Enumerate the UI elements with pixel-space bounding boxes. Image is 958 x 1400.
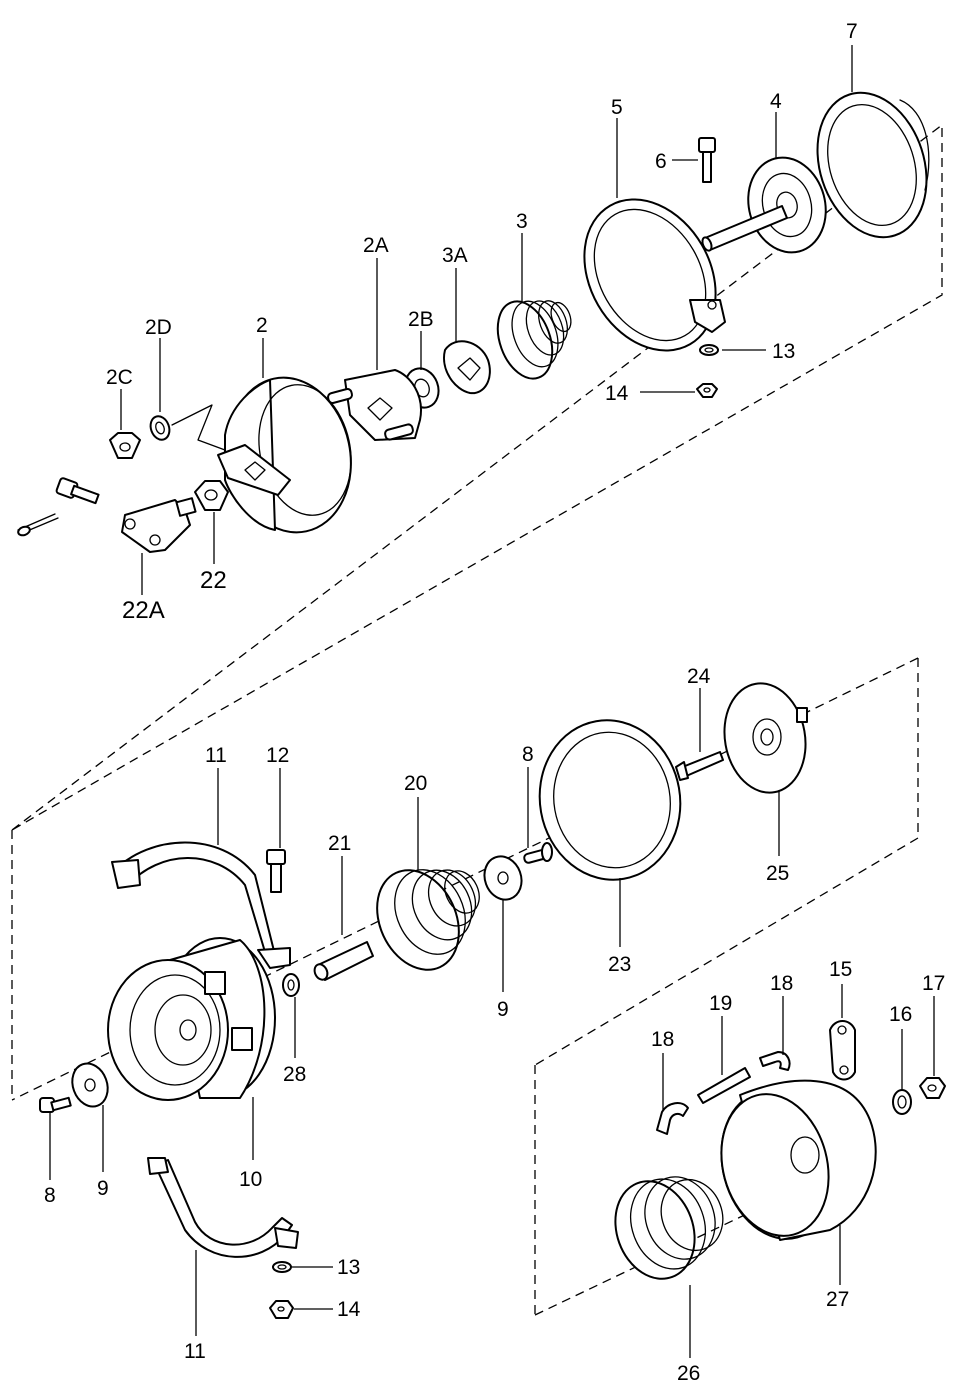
label-2a: 2A	[363, 234, 389, 257]
label-6: 6	[655, 150, 667, 173]
label-21: 21	[328, 832, 351, 855]
part-5-clamp-ring	[583, 198, 726, 352]
part-11-clamp-top	[111, 841, 291, 969]
label-2d: 2D	[145, 316, 172, 339]
label-2: 2	[256, 314, 268, 337]
label-3: 3	[516, 210, 528, 233]
part-25-diaphragm	[723, 682, 808, 794]
label-2c: 2C	[106, 366, 133, 389]
part-labels: 7 4 5 6 3 3A 2A 2B 2 2D 2C 13 14 22 22A …	[44, 20, 945, 1385]
label-18-left: 18	[651, 1028, 674, 1051]
label-8-top: 8	[522, 743, 534, 766]
part-13-washer-top	[699, 344, 719, 356]
label-22: 22	[200, 567, 227, 594]
part-16-washer	[892, 1089, 912, 1115]
part-28-washer	[282, 973, 300, 997]
part-9-washer-bottom	[71, 1062, 109, 1108]
label-17: 17	[922, 972, 945, 995]
part-27-housing-cup	[720, 1079, 877, 1241]
part-23-housing-cup	[538, 719, 682, 881]
part-4-diaphragm-push-rod	[701, 156, 827, 254]
part-2-chamber-body	[217, 376, 352, 534]
label-24: 24	[687, 665, 711, 688]
part-18-elbow-right	[759, 1051, 791, 1071]
label-8-bottom: 8	[44, 1184, 56, 1207]
label-7: 7	[846, 20, 858, 43]
part-21-tube	[313, 941, 374, 981]
part-20-spring	[376, 869, 480, 971]
part-9-washer-mid	[483, 855, 523, 901]
label-15: 15	[829, 958, 852, 981]
part-3-spring	[496, 300, 572, 380]
part-12-bolt	[266, 849, 286, 893]
part-3a-spring-seat	[443, 340, 491, 395]
clevis-pin	[55, 477, 100, 505]
part-10-chamber-body	[107, 937, 276, 1101]
part-8-screw-top	[523, 842, 553, 864]
cotter-pin	[17, 513, 59, 537]
label-23: 23	[608, 953, 631, 976]
label-14-bottom: 14	[337, 1298, 361, 1321]
label-5: 5	[611, 96, 623, 119]
part-13-washer-bottom	[272, 1261, 292, 1273]
part-22-jam-nut	[194, 480, 229, 511]
label-9-mid: 9	[497, 998, 509, 1021]
part-22a-clevis	[121, 497, 197, 553]
part-14-nut-bottom	[269, 1300, 294, 1319]
part-11-clamp-bottom	[147, 1157, 299, 1258]
part-7-housing-cup	[816, 91, 930, 239]
part-6-bolt	[698, 137, 716, 183]
label-13-top: 13	[772, 340, 795, 363]
label-26: 26	[677, 1362, 700, 1385]
part-2c-nut	[109, 432, 141, 459]
label-28: 28	[283, 1063, 306, 1086]
part-2d-washer	[149, 404, 226, 451]
label-11-top: 11	[205, 744, 227, 767]
part-18-elbow-left	[656, 1102, 689, 1135]
part-19-rod	[697, 1067, 751, 1104]
part-2a-mounting-bracket	[327, 369, 422, 441]
label-12: 12	[266, 744, 289, 767]
part-26-spring	[614, 1176, 724, 1280]
label-2b: 2B	[408, 308, 434, 331]
label-3a: 3A	[442, 244, 468, 267]
label-20: 20	[404, 772, 427, 795]
label-27: 27	[826, 1288, 849, 1311]
part-14-nut-top	[696, 383, 718, 398]
leader-lines	[49, 45, 935, 1358]
label-18-right: 18	[770, 972, 793, 995]
label-9-bottom: 9	[97, 1177, 109, 1200]
label-4: 4	[770, 90, 782, 113]
label-11-bottom: 11	[184, 1340, 206, 1363]
label-13-bottom: 13	[337, 1256, 360, 1279]
label-25: 25	[766, 862, 789, 885]
label-10: 10	[239, 1168, 262, 1191]
part-17-nut	[919, 1077, 946, 1099]
label-16: 16	[889, 1003, 912, 1026]
label-22a: 22A	[122, 597, 165, 624]
label-19: 19	[709, 992, 732, 1015]
label-14-top: 14	[605, 382, 629, 405]
part-8-screw-bottom	[39, 1096, 72, 1113]
part-24-bolt	[675, 751, 724, 781]
part-15-link	[829, 1020, 856, 1081]
